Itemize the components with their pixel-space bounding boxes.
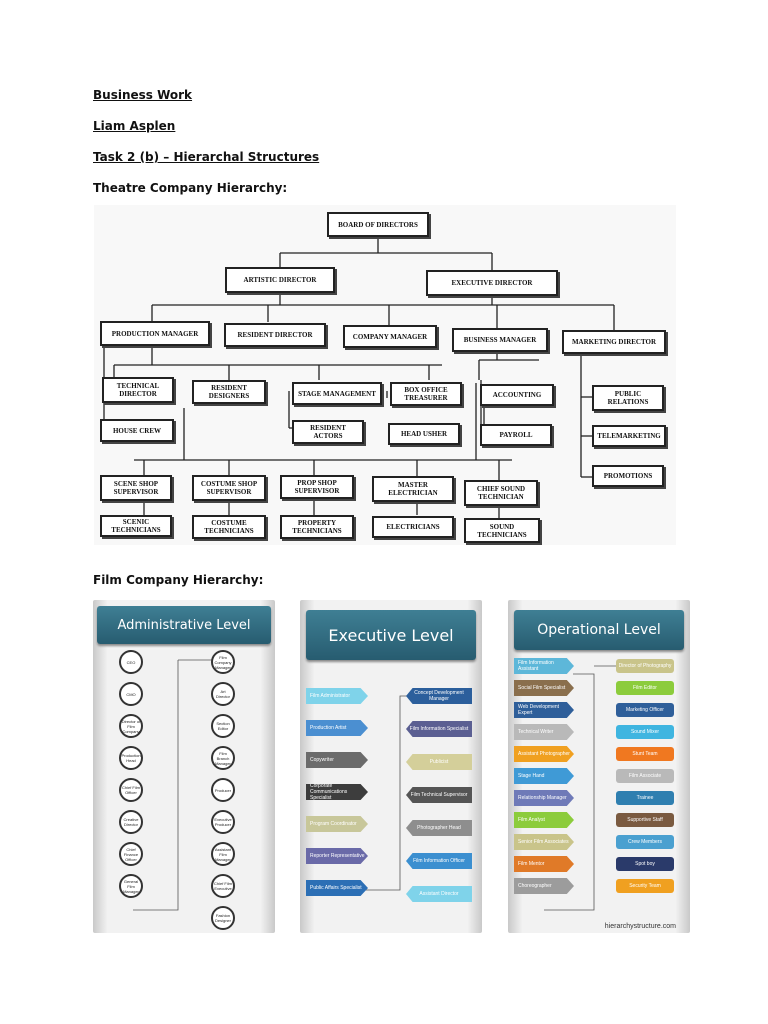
admin-role-circle: CMO bbox=[119, 682, 143, 706]
oper-role-pill: Spot boy bbox=[616, 857, 674, 871]
theatre-section-title: Theatre Company Hierarchy: bbox=[93, 181, 288, 195]
admin-role-circle: Film Company Manager bbox=[211, 650, 235, 674]
admin-role-circle: Section Editor bbox=[211, 714, 235, 738]
box-scenic-technicians: SCENIC TECHNICIANS bbox=[100, 515, 172, 537]
theatre-connectors bbox=[100, 237, 615, 518]
box-board-of-directors: BOARD OF DIRECTORS bbox=[327, 212, 429, 237]
exec-role-tag: Concept Development Manager bbox=[406, 688, 472, 704]
box-resident-designers: RESIDENT DESIGNERS bbox=[192, 380, 266, 404]
exec-role-tag: Corporate Communications Specialist bbox=[306, 784, 368, 800]
oper-role-tag: Choreographer bbox=[514, 878, 574, 894]
admin-role-circle: Chief Film Executive bbox=[211, 874, 235, 898]
box-executive-director: EXECUTIVE DIRECTOR bbox=[426, 270, 558, 296]
exec-role-tag: Program Coordinator bbox=[306, 816, 368, 832]
banner-executive-level: Executive Level bbox=[306, 610, 476, 660]
oper-role-tag: Film Mentor bbox=[514, 856, 574, 872]
oper-role-pill: Film Associate bbox=[616, 769, 674, 783]
exec-role-tag: Reporter Representative bbox=[306, 848, 368, 864]
task-title: Task 2 (b) – Hierarchal Structures bbox=[93, 150, 320, 164]
author-name: Liam Asplen bbox=[93, 119, 176, 133]
box-technical-director: TECHNICAL DIRECTOR bbox=[102, 377, 174, 403]
admin-role-circle: General Film Manager bbox=[119, 874, 143, 898]
box-sound-technicians: SOUND TECHNICIANS bbox=[464, 518, 540, 543]
oper-role-tag: Film Analyst bbox=[514, 812, 574, 828]
oper-role-pill: Trainee bbox=[616, 791, 674, 805]
admin-role-circle: Fashion Designer bbox=[211, 906, 235, 930]
admin-role-circle: Production Head bbox=[119, 746, 143, 770]
exec-role-tag: Production Artist bbox=[306, 720, 368, 736]
box-house-crew: HOUSE CREW bbox=[100, 419, 174, 442]
doc-title: Business Work bbox=[93, 88, 193, 102]
panel-administrative-level: Administrative Level CEO CMO Director of F… bbox=[93, 600, 275, 933]
oper-role-pill: Supportive Staff bbox=[616, 813, 674, 827]
box-costume-technicians: COSTUME TECHNICIANS bbox=[192, 515, 266, 539]
admin-role-circle: Chief Film Officer bbox=[119, 778, 143, 802]
box-payroll: PAYROLL bbox=[480, 424, 552, 446]
exec-role-tag: Film Information Officer bbox=[406, 853, 472, 869]
theatre-org-chart: BOARD OF DIRECTORS ARTISTIC DIRECTOR EXE… bbox=[94, 205, 676, 545]
box-company-manager: COMPANY MANAGER bbox=[343, 325, 437, 348]
box-artistic-director: ARTISTIC DIRECTOR bbox=[225, 267, 335, 293]
box-costume-shop-supervisor: COSTUME SHOP SUPERVISOR bbox=[192, 475, 266, 501]
credit-text: hierarchystructure.com bbox=[604, 923, 676, 930]
banner-operational-level: Operational Level bbox=[514, 610, 684, 650]
admin-role-circle: Producer bbox=[211, 778, 235, 802]
exec-role-tag: Photographer Head bbox=[406, 820, 472, 836]
box-prop-shop-supervisor: PROP SHOP SUPERVISOR bbox=[280, 475, 354, 499]
box-chief-sound-technician: CHIEF SOUND TECHNICIAN bbox=[464, 480, 538, 506]
oper-role-tag: Relationship Manager bbox=[514, 790, 574, 806]
admin-role-circle: Director of Film Company bbox=[119, 714, 143, 738]
exec-role-tag: Public Affairs Specialist bbox=[306, 880, 368, 896]
exec-role-tag: Copywriter bbox=[306, 752, 368, 768]
box-business-manager: BUSINESS MANAGER bbox=[452, 328, 548, 352]
admin-role-circle: Film Branch Manager bbox=[211, 746, 235, 770]
box-telemarketing: TELEMARKETING bbox=[592, 425, 666, 447]
oper-role-tag: Film Information Assistant bbox=[514, 658, 574, 674]
box-scene-shop-supervisor: SCENE SHOP SUPERVISOR bbox=[100, 475, 172, 501]
admin-role-circle: Assistant Film Manager bbox=[211, 842, 235, 866]
admin-role-circle: Chief Finance Officer bbox=[119, 842, 143, 866]
panel-operational-level: Operational Level Film Information Assis… bbox=[508, 600, 690, 933]
admin-role-circle: Creative Director bbox=[119, 810, 143, 834]
admin-role-circle: Art Director bbox=[211, 682, 235, 706]
film-section-title: Film Company Hierarchy: bbox=[93, 573, 264, 587]
exec-role-tag: Film Technical Supervisor bbox=[406, 787, 472, 803]
oper-role-pill: Security Team bbox=[616, 879, 674, 893]
oper-role-tag: Web Development Expert bbox=[514, 702, 574, 718]
box-property-technicians: PROPERTY TECHNICIANS bbox=[280, 515, 354, 539]
box-public-relations: PUBLIC RELATIONS bbox=[592, 385, 664, 411]
box-marketing-director: MARKETING DIRECTOR bbox=[562, 330, 666, 354]
exec-role-tag: Publicist bbox=[406, 754, 472, 770]
oper-role-tag: Assistant Photographer bbox=[514, 746, 574, 762]
box-resident-actors: RESIDENT ACTORS bbox=[292, 420, 364, 444]
oper-role-pill: Marketing Officer bbox=[616, 703, 674, 717]
oper-role-tag: Technical Writer bbox=[514, 724, 574, 740]
box-resident-director: RESIDENT DIRECTOR bbox=[224, 323, 326, 347]
oper-role-pill: Crew Members bbox=[616, 835, 674, 849]
exec-role-tag: Film Information Specialist bbox=[406, 721, 472, 737]
oper-role-pill: Film Editor bbox=[616, 681, 674, 695]
box-promotions: PROMOTIONS bbox=[592, 465, 664, 487]
banner-administrative-level: Administrative Level bbox=[97, 606, 271, 644]
box-production-manager: PRODUCTION MANAGER bbox=[100, 321, 210, 346]
box-stage-management: STAGE MANAGEMENT bbox=[292, 382, 382, 405]
oper-connectors bbox=[544, 665, 616, 911]
oper-role-tag: Senior Film Associates bbox=[514, 834, 574, 850]
box-box-office-treasurer: BOX OFFICE TREASURER bbox=[390, 382, 462, 406]
exec-role-tag: Assistant Director bbox=[406, 886, 472, 902]
box-head-usher: HEAD USHER bbox=[388, 423, 460, 445]
box-accounting: ACCOUNTING bbox=[480, 384, 554, 406]
oper-role-pill: Sound Mixer bbox=[616, 725, 674, 739]
box-electricians: ELECTRICIANS bbox=[372, 516, 454, 538]
oper-role-pill: Director of Photography bbox=[616, 659, 674, 673]
oper-role-tag: Stage Hand bbox=[514, 768, 574, 784]
oper-role-pill: Stunt Team bbox=[616, 747, 674, 761]
exec-role-tag: Film Administrator bbox=[306, 688, 368, 704]
admin-role-circle: Executive Producer bbox=[211, 810, 235, 834]
admin-role-circle: CEO bbox=[119, 650, 143, 674]
box-master-electrician: MASTER ELECTRICIAN bbox=[372, 476, 454, 502]
oper-role-tag: Social Film Specialist bbox=[514, 680, 574, 696]
